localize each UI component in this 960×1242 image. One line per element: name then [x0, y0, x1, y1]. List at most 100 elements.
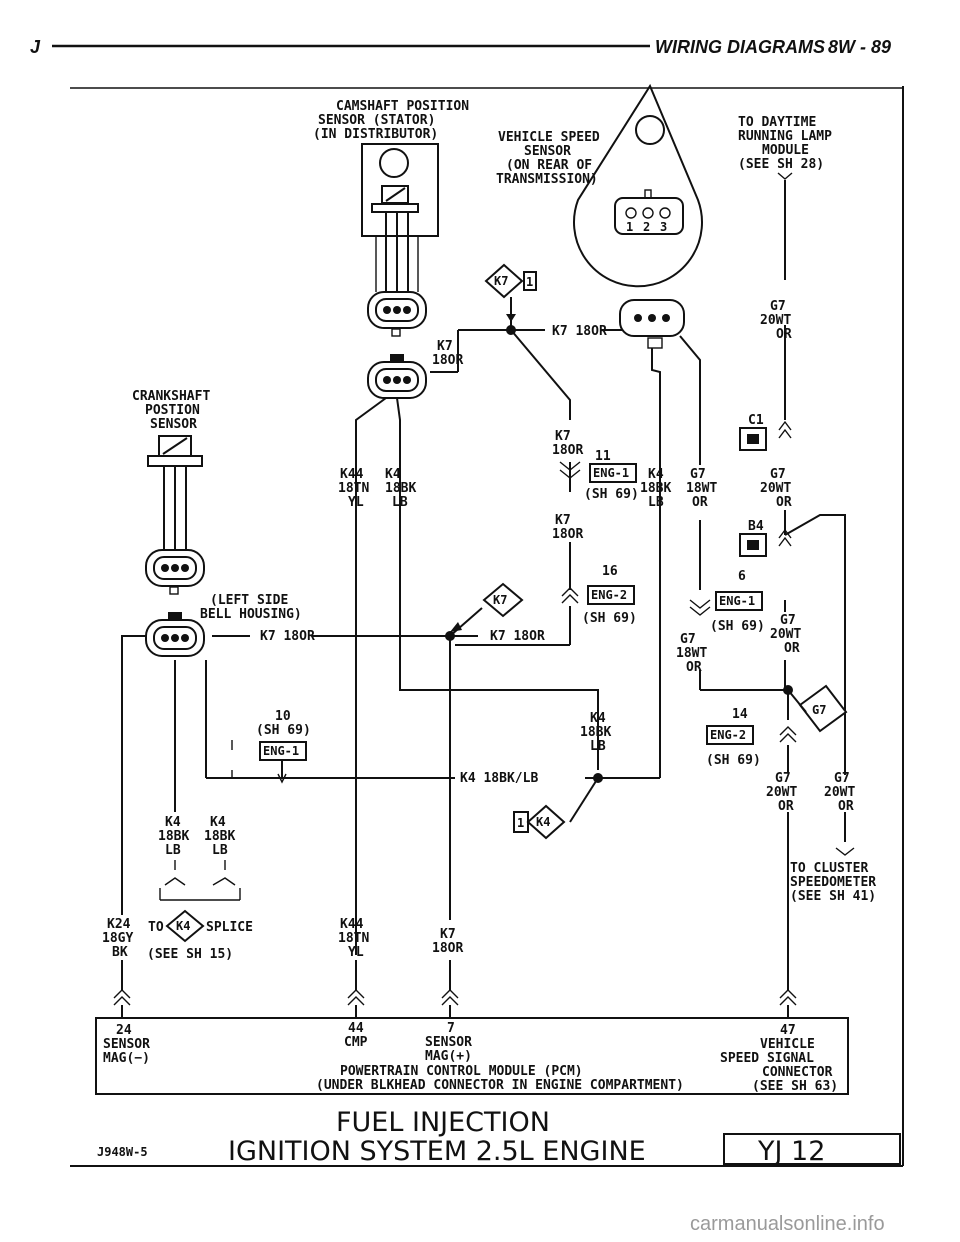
pcm-terminal-arrows: [113, 989, 797, 1018]
svg-text:18OR: 18OR: [432, 941, 463, 956]
svg-text:YL: YL: [348, 495, 364, 510]
svg-text:2: 2: [643, 220, 650, 234]
pcm-box: 24 SENSOR MAG(−) 44 CMP 7 SENSOR MAG(+) …: [95, 1017, 849, 1095]
svg-text:K4: K4: [590, 711, 606, 726]
svg-text:G7: G7: [834, 771, 850, 786]
svg-text:(IN DISTRIBUTOR): (IN DISTRIBUTOR): [313, 127, 438, 142]
svg-text:G7: G7: [812, 703, 826, 717]
svg-text:(SH 69): (SH 69): [710, 619, 765, 634]
svg-text:7: 7: [447, 1021, 455, 1036]
svg-text:SENSOR (STATOR): SENSOR (STATOR): [318, 113, 435, 128]
svg-text:K4 18BK/LB: K4 18BK/LB: [460, 771, 538, 786]
svg-text:K7 18OR: K7 18OR: [552, 324, 607, 339]
vehicle-speed-sensor: VEHICLE SPEED SENSOR (ON REAR OF TRANSMI…: [496, 83, 703, 288]
svg-text:(ON REAR OF: (ON REAR OF: [506, 158, 592, 173]
svg-text:(UNDER BLKHEAD CONNECTOR IN EN: (UNDER BLKHEAD CONNECTOR IN ENGINE COMPA…: [316, 1078, 684, 1093]
svg-text:(SH 69): (SH 69): [706, 753, 761, 768]
eng1-connector-10: 10 (SH 69) ENG-1: [256, 709, 311, 761]
svg-text:VEHICLE SPEED: VEHICLE SPEED: [498, 130, 600, 145]
svg-text:18OR: 18OR: [552, 443, 583, 458]
svg-text:14: 14: [732, 707, 748, 722]
watermark: carmanualsonline.info: [690, 1213, 885, 1235]
crankshaft-position-sensor: CRANKSHAFT POSTION SENSOR: [132, 389, 210, 657]
svg-text:K7: K7: [437, 339, 453, 354]
svg-text:3: 3: [660, 220, 667, 234]
svg-text:CAMSHAFT POSITION: CAMSHAFT POSITION: [336, 99, 469, 114]
svg-text:TO DAYTIME: TO DAYTIME: [738, 115, 816, 130]
svg-text:OR: OR: [778, 799, 794, 814]
svg-text:POWERTRAIN CONTROL MODULE (PCM: POWERTRAIN CONTROL MODULE (PCM): [340, 1064, 583, 1079]
svg-text:VEHICLE: VEHICLE: [760, 1037, 815, 1052]
bell-housing-line2: BELL HOUSING): [200, 607, 302, 622]
svg-text:24: 24: [116, 1023, 132, 1038]
k7-tag-middle: K7: [482, 582, 524, 618]
wire-labels: K7 18OR K7 18OR K7 18OR 11 K44 K4 18TN 1…: [102, 299, 855, 960]
svg-text:TRANSMISSION): TRANSMISSION): [496, 172, 598, 187]
svg-text:10: 10: [275, 709, 291, 724]
svg-text:C1: C1: [748, 413, 764, 428]
svg-text:(SEE SH 28): (SEE SH 28): [738, 157, 824, 172]
svg-text:LB: LB: [165, 843, 181, 858]
footer-code: J948W-5: [97, 1145, 148, 1159]
svg-text:18BK: 18BK: [385, 481, 416, 496]
svg-text:20WT: 20WT: [760, 481, 791, 496]
svg-text:G7: G7: [780, 613, 796, 628]
svg-text:44: 44: [348, 1021, 364, 1036]
svg-text:MODULE: MODULE: [762, 143, 809, 158]
svg-text:(SEE SH 41): (SEE SH 41): [790, 889, 876, 904]
header-letter: J: [30, 37, 41, 57]
svg-text:SENSOR: SENSOR: [425, 1035, 472, 1050]
svg-text:CRANKSHAFT: CRANKSHAFT: [132, 389, 210, 404]
svg-text:K4: K4: [385, 467, 401, 482]
svg-text:K4: K4: [176, 919, 190, 933]
svg-text:18WT: 18WT: [676, 646, 707, 661]
footer-box-label: YJ 12: [757, 1136, 825, 1167]
svg-text:18BK: 18BK: [580, 725, 611, 740]
svg-text:K44: K44: [340, 917, 364, 932]
eng1-connector-6: 6 ENG-1 (SH 69): [689, 569, 765, 634]
svg-text:LB: LB: [212, 843, 228, 858]
svg-text:POSTION: POSTION: [145, 403, 200, 418]
svg-text:18TN: 18TN: [338, 931, 369, 946]
cluster-speedometer-ref: TO CLUSTER SPEEDOMETER (SEE SH 41): [790, 847, 876, 904]
svg-text:SENSOR: SENSOR: [103, 1037, 150, 1052]
k4-splice-reference: TO K4 SPLICE (SEE SH 15): [147, 909, 253, 962]
svg-text:(SEE SH 15): (SEE SH 15): [147, 947, 233, 962]
svg-text:LB: LB: [648, 495, 664, 510]
daytime-running-lamp-ref: TO DAYTIME RUNNING LAMP MODULE (SEE SH 2…: [738, 115, 832, 180]
svg-text:K7 18OR: K7 18OR: [260, 629, 315, 644]
svg-text:18OR: 18OR: [432, 353, 463, 368]
svg-text:ENG-2: ENG-2: [710, 728, 746, 742]
svg-text:20WT: 20WT: [824, 785, 855, 800]
svg-text:TO: TO: [148, 920, 164, 935]
svg-text:SPEED SIGNAL: SPEED SIGNAL: [720, 1051, 814, 1066]
svg-text:K7: K7: [493, 593, 507, 607]
bell-housing-line1: (LEFT SIDE: [210, 593, 288, 608]
connector-c1: C1: [739, 413, 792, 451]
svg-text:YL: YL: [348, 945, 364, 960]
k4-tag-bottom: 1 K4: [513, 804, 566, 840]
svg-text:16: 16: [602, 564, 618, 579]
svg-text:BK: BK: [112, 945, 128, 960]
eng2-connector-16: 16 ENG-2 (SH 69): [561, 564, 637, 626]
svg-text:20WT: 20WT: [766, 785, 797, 800]
svg-text:20WT: 20WT: [770, 627, 801, 642]
svg-text:18BK: 18BK: [158, 829, 189, 844]
vss-connector: [619, 299, 685, 349]
svg-text:SENSOR: SENSOR: [150, 417, 197, 432]
svg-text:1: 1: [626, 220, 633, 234]
svg-text:ENG-1: ENG-1: [719, 594, 755, 608]
svg-text:SENSOR: SENSOR: [524, 144, 571, 159]
camshaft-connector: [367, 291, 427, 399]
footer: FUEL INJECTION J948W-5 IGNITION SYSTEM 2…: [97, 1107, 901, 1167]
svg-text:SPLICE: SPLICE: [206, 920, 253, 935]
svg-text:K4: K4: [648, 467, 664, 482]
svg-text:B4: B4: [748, 519, 764, 534]
svg-text:OR: OR: [784, 641, 800, 656]
svg-text:OR: OR: [838, 799, 854, 814]
connector-b4: B4: [739, 519, 792, 557]
svg-text:(SH 69): (SH 69): [582, 611, 637, 626]
svg-text:K4: K4: [536, 815, 550, 829]
svg-text:OR: OR: [776, 327, 792, 342]
